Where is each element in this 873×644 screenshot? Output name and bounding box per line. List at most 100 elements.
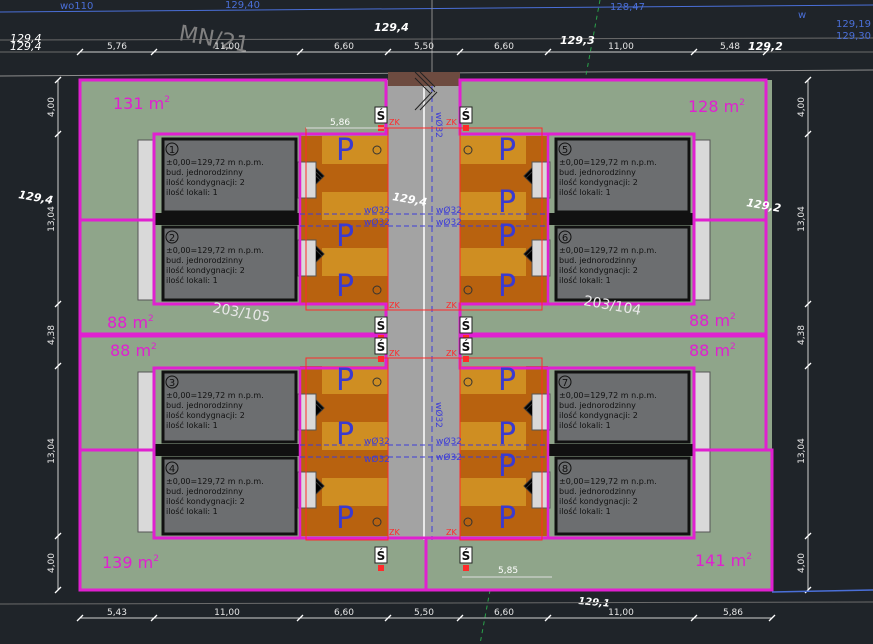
house-info-line: ilość lokali: 1 xyxy=(166,187,218,197)
house-info-line: bud. jednorodzinny xyxy=(559,256,636,265)
house-divider-left-top xyxy=(154,213,300,225)
house-info-line: ±0,00=129,72 m n.p.m. xyxy=(166,158,264,167)
house-borders xyxy=(152,132,696,540)
water-label-3: wØ32 xyxy=(436,205,462,216)
house-number-circle xyxy=(165,230,179,244)
zk-label-2: ZK xyxy=(446,118,457,127)
parking-p-letter: P xyxy=(498,219,516,254)
dim-bottom-6: 5,86 xyxy=(723,608,743,618)
header-elev-mid: 129,4 xyxy=(374,21,409,34)
house-info-line: ilość lokali: 1 xyxy=(166,275,218,285)
house-number-circle xyxy=(558,230,572,244)
header-elev-right-corner: 129,2 xyxy=(748,40,783,53)
lamp-label: Ś xyxy=(462,108,471,123)
house-info-line: bud. jednorodzinny xyxy=(166,256,243,265)
svg-text:88 m2: 88 m2 xyxy=(689,311,736,330)
parking-p-letter: P xyxy=(498,133,516,168)
svg-text:88 m2: 88 m2 xyxy=(107,313,154,332)
house-4: 4±0,00=129,72 m n.p.m.bud. jednorodzinny… xyxy=(161,456,298,536)
house-info-line: bud. jednorodzinny xyxy=(559,401,636,410)
house-info-line: ilość lokali: 1 xyxy=(559,275,611,285)
area-plot-4: 88 m xyxy=(689,311,730,330)
house-info-line: ilość kondygnacji: 2 xyxy=(559,177,638,187)
house-footprint xyxy=(554,137,691,214)
elev-left: 129,4 xyxy=(17,188,54,207)
dim-left-3: 13,04 xyxy=(47,438,57,464)
house-footprint xyxy=(554,370,691,444)
dim-left-4: 4,00 xyxy=(47,553,57,573)
lamp-label: Ś xyxy=(377,318,386,333)
top-boundary-line xyxy=(0,4,873,13)
house-number-circle xyxy=(165,461,179,475)
house-number-circle xyxy=(165,142,179,156)
parking-p-letter: P xyxy=(336,363,354,398)
house-info-line: ilość kondygnacji: 2 xyxy=(559,265,638,275)
house-number: 4 xyxy=(169,464,175,475)
water-label-7: wØ32 xyxy=(436,436,462,447)
zk-label-8: ZK xyxy=(446,528,457,537)
lamp-label: Ś xyxy=(377,548,386,563)
stair-hatches xyxy=(315,167,533,495)
elev-road: 129,4 xyxy=(391,190,428,209)
dim-right-1: 13,04 xyxy=(797,206,807,232)
parking-p-letter: P xyxy=(336,269,354,304)
house-number: 1 xyxy=(169,145,175,156)
house-info-line: ilość kondygnacji: 2 xyxy=(166,496,245,506)
parking-p-letter: P xyxy=(498,185,516,220)
dim-top-5: 11,00 xyxy=(608,42,634,52)
header-elev-top-left: 129,40 xyxy=(225,0,260,11)
water-label-vertical-top: wØ32 xyxy=(433,112,444,138)
house-info-line: ilość lokali: 1 xyxy=(559,187,611,197)
house-info-line: bud. jednorodzinny xyxy=(559,487,636,496)
house-7: 7±0,00=129,72 m n.p.m.bud. jednorodzinny… xyxy=(554,370,691,444)
inner-dim-bottom: 5,85 xyxy=(498,566,518,576)
house-footprint xyxy=(554,456,691,536)
house-info-line: bud. jednorodzinny xyxy=(166,168,243,177)
house-info-line: ±0,00=129,72 m n.p.m. xyxy=(166,477,264,486)
svg-text:128 m2: 128 m2 xyxy=(688,97,745,116)
house-footprint xyxy=(161,137,298,214)
house-number-circle xyxy=(558,461,572,475)
lamp-symbol: Ś xyxy=(374,337,388,362)
svg-text:88 m2: 88 m2 xyxy=(689,341,736,360)
dim-top-0: 5,76 xyxy=(107,42,127,52)
parking-p-letter: P xyxy=(336,133,354,168)
dim-bottom-0: 5,43 xyxy=(107,608,127,618)
house-info-line: ilość lokali: 1 xyxy=(559,506,611,516)
inner-dim-top: 5,86 xyxy=(330,118,350,128)
house-info-line: ilość lokali: 1 xyxy=(559,420,611,430)
house-info-line: ilość kondygnacji: 2 xyxy=(559,496,638,506)
dim-left-2: 4,38 xyxy=(47,325,57,345)
lamp-label: Ś xyxy=(377,108,386,123)
area-plot-3: 88 m xyxy=(107,313,148,332)
house-info-line: ilość kondygnacji: 2 xyxy=(166,265,245,275)
bottom-dim-line xyxy=(0,601,873,605)
dim-right-0: 4,00 xyxy=(797,97,807,117)
house-divider-left-bottom xyxy=(154,444,300,456)
house-info-line: ±0,00=129,72 m n.p.m. xyxy=(559,158,657,167)
house-1: 1 ±0,00=129,72 m n.p.m.bud. jednorodzinny… xyxy=(161,137,298,214)
header-left-label: wo110 xyxy=(60,1,93,12)
parking-p-letter: P xyxy=(498,269,516,304)
house-number: 6 xyxy=(562,233,568,244)
header-elev-top-right: 128,47 xyxy=(610,2,645,13)
dim-top-3: 5,50 xyxy=(414,42,434,52)
house-number: 7 xyxy=(562,378,568,389)
lamp-label: Ś xyxy=(462,318,471,333)
elev-right: 129,2 xyxy=(745,196,782,215)
lamp-symbol: Ś xyxy=(459,106,473,131)
water-label-vertical-bottom: wØ32 xyxy=(433,402,444,428)
dim-right-3: 13,04 xyxy=(797,438,807,464)
house-info-line: ±0,00=129,72 m n.p.m. xyxy=(166,246,264,255)
house-info-line: ilość kondygnacji: 2 xyxy=(166,177,245,187)
header-elev-left: 129,4 xyxy=(10,32,42,45)
house-number: 8 xyxy=(562,464,568,475)
dim-top-1: 11,00 xyxy=(214,42,240,52)
road-entrance xyxy=(388,72,460,86)
lamp-label: Ś xyxy=(377,339,386,354)
svg-text:141 m2: 141 m2 xyxy=(695,551,752,570)
dim-bottom-1: 11,00 xyxy=(214,608,240,618)
lamp-symbol: Ś xyxy=(459,337,473,362)
